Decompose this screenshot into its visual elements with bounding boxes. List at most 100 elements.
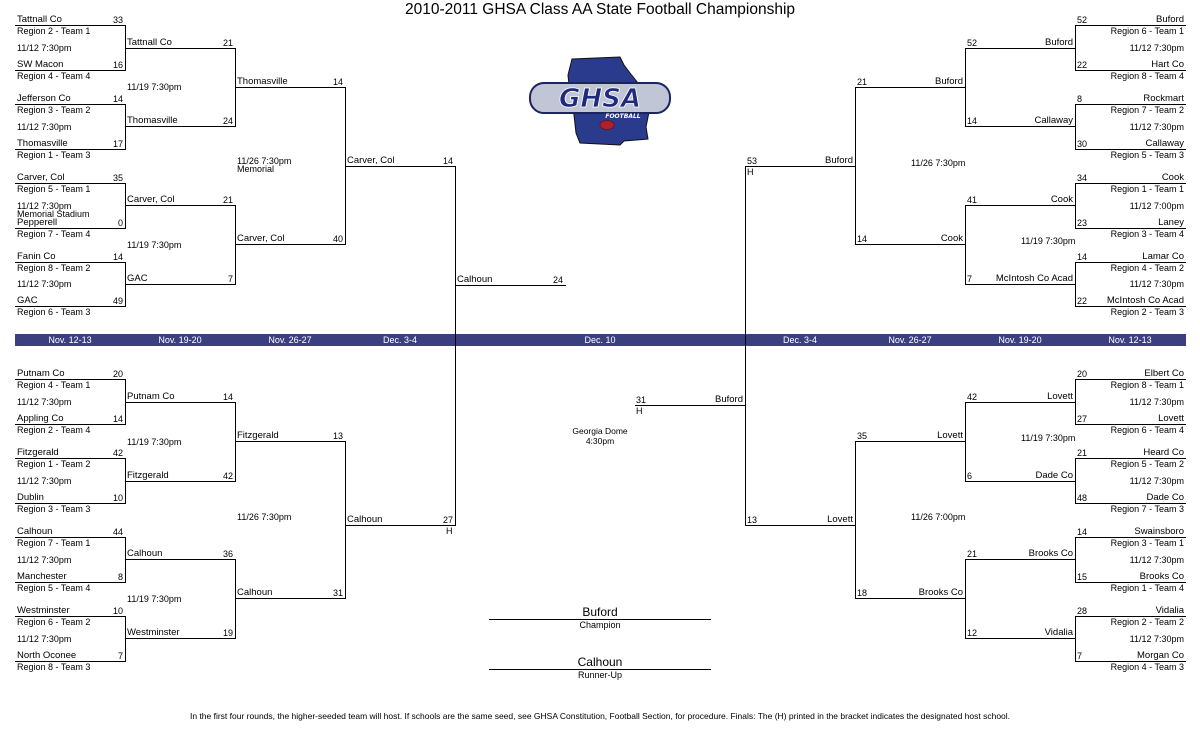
- team-score: 14: [112, 414, 123, 424]
- bracket-connector: [455, 166, 456, 525]
- r2-line: [965, 402, 1076, 403]
- team-score: 19: [222, 628, 233, 638]
- seed-label: Region 1 - Team 4: [1110, 583, 1184, 593]
- team-name: Appling Co: [17, 413, 64, 424]
- team-name: McIntosh Co Acad: [995, 273, 1073, 284]
- team-score: 14: [857, 234, 868, 244]
- team-name: Rockmart: [1143, 93, 1184, 104]
- team-name: Jefferson Co: [17, 93, 71, 104]
- team-name: Manchester: [17, 571, 67, 582]
- champion-label: Champion: [579, 620, 621, 630]
- team-name: Lovett: [827, 514, 853, 525]
- semifinal-line: [345, 525, 456, 526]
- r1-line: [15, 183, 126, 184]
- seed-label: Region 5 - Team 4: [17, 583, 91, 593]
- champion-line: [489, 619, 711, 620]
- team-name: Tattnall Co: [127, 37, 172, 48]
- r1-line: [1075, 458, 1186, 459]
- team-score: 18: [857, 588, 868, 598]
- r1-line: [1075, 503, 1186, 504]
- round-date-label: Nov. 26-27: [268, 335, 312, 345]
- seed-label: Region 3 - Team 2: [17, 105, 91, 115]
- finals-venue-line: Georgia Dome: [572, 426, 628, 436]
- game-time: 11/12 7:30pm: [17, 43, 72, 53]
- seed-label: Region 3 - Team 3: [17, 504, 91, 514]
- team-score: 21: [222, 195, 233, 205]
- round-date-label: Dec. 10: [584, 335, 616, 345]
- page-title: 2010-2011 GHSA Class AA State Football C…: [404, 1, 796, 18]
- r1-line: [15, 661, 126, 662]
- team-score: 8: [117, 572, 123, 582]
- round-date-label: Nov. 19-20: [158, 335, 202, 345]
- team-score: 13: [332, 431, 343, 441]
- bracket-connector: [855, 87, 856, 244]
- team-score: 31: [332, 588, 343, 598]
- r2-line: [125, 638, 236, 639]
- team-score: 0: [117, 218, 123, 228]
- ghsa-logo: GHSA FOOTBALL: [529, 56, 671, 146]
- r2-line: [125, 559, 236, 560]
- team-name: Carver, Col: [237, 233, 285, 244]
- game-time: 11/12 7:30pm: [1129, 634, 1184, 644]
- team-name: Fitzgerald: [237, 430, 279, 441]
- team-name: Hart Co: [1151, 59, 1184, 70]
- r2-line: [965, 284, 1076, 285]
- team-score: 20: [1077, 369, 1088, 379]
- bracket-connector: [1075, 458, 1076, 503]
- game-time: 11/12 7:30pm: [1129, 555, 1184, 565]
- round-date-label: Nov. 12-13: [48, 335, 92, 345]
- team-score: 21: [1077, 448, 1088, 458]
- game-time: 11/12 7:30pm: [17, 397, 72, 407]
- team-name: Buford: [935, 76, 963, 87]
- team-score: 14: [1077, 252, 1088, 262]
- team-score: 13: [747, 515, 758, 525]
- team-score: 36: [222, 549, 233, 559]
- team-name: North Oconee: [17, 650, 77, 661]
- team-name: Calhoun: [237, 587, 273, 598]
- r1-line: [1075, 149, 1186, 150]
- team-name: Heard Co: [1143, 447, 1184, 458]
- team-name: Vidalia: [1155, 605, 1184, 616]
- host-marker: H: [446, 526, 453, 536]
- bracket-connector: [125, 25, 126, 70]
- team-name: GAC: [127, 273, 148, 284]
- seed-label: Region 3 - Team 1: [1110, 538, 1184, 548]
- r3-line: [855, 244, 966, 245]
- team-name: Morgan Co: [1137, 650, 1184, 661]
- game-time: 11/19 7:30pm: [127, 82, 182, 92]
- round-date-label: Nov. 26-27: [888, 335, 932, 345]
- seed-label: Region 7 - Team 2: [1110, 105, 1184, 115]
- r3-line: [855, 87, 966, 88]
- runner-up-label: Runner-Up: [577, 670, 623, 680]
- r2-line: [125, 126, 236, 127]
- r1-line: [15, 458, 126, 459]
- team-name: Buford: [715, 394, 743, 405]
- r2-line: [965, 48, 1076, 49]
- game-time: 11/26 7:30pm: [237, 512, 292, 522]
- game-time: 11/12 7:30pm: [17, 279, 72, 289]
- team-name: Cook: [940, 233, 963, 244]
- team-name: Putnam Co: [127, 391, 175, 402]
- r1-line: [15, 379, 126, 380]
- host-marker: H: [636, 406, 643, 416]
- game-time: 11/19 7:30pm: [127, 594, 182, 604]
- game-venue: Memorial: [237, 164, 275, 174]
- r2-line: [125, 48, 236, 49]
- r1-line: [15, 616, 126, 617]
- team-name: Westminster: [17, 605, 70, 616]
- team-score: 40: [332, 234, 343, 244]
- r3-line: [235, 441, 346, 442]
- team-name: Buford: [1045, 37, 1073, 48]
- team-name: Carver, Col: [347, 155, 395, 166]
- seed-label: Region 2 - Team 4: [17, 425, 91, 435]
- team-name: Dublin: [17, 492, 44, 503]
- team-score: 21: [222, 38, 233, 48]
- game-venue: Memorial Stadium: [17, 209, 90, 219]
- seed-label: Region 5 - Team 1: [17, 184, 91, 194]
- team-name: Fitzgerald: [17, 447, 59, 458]
- team-score: 16: [112, 60, 123, 70]
- team-score: 21: [967, 549, 978, 559]
- r1-line: [15, 537, 126, 538]
- game-time: 11/12 7:30pm: [1129, 279, 1184, 289]
